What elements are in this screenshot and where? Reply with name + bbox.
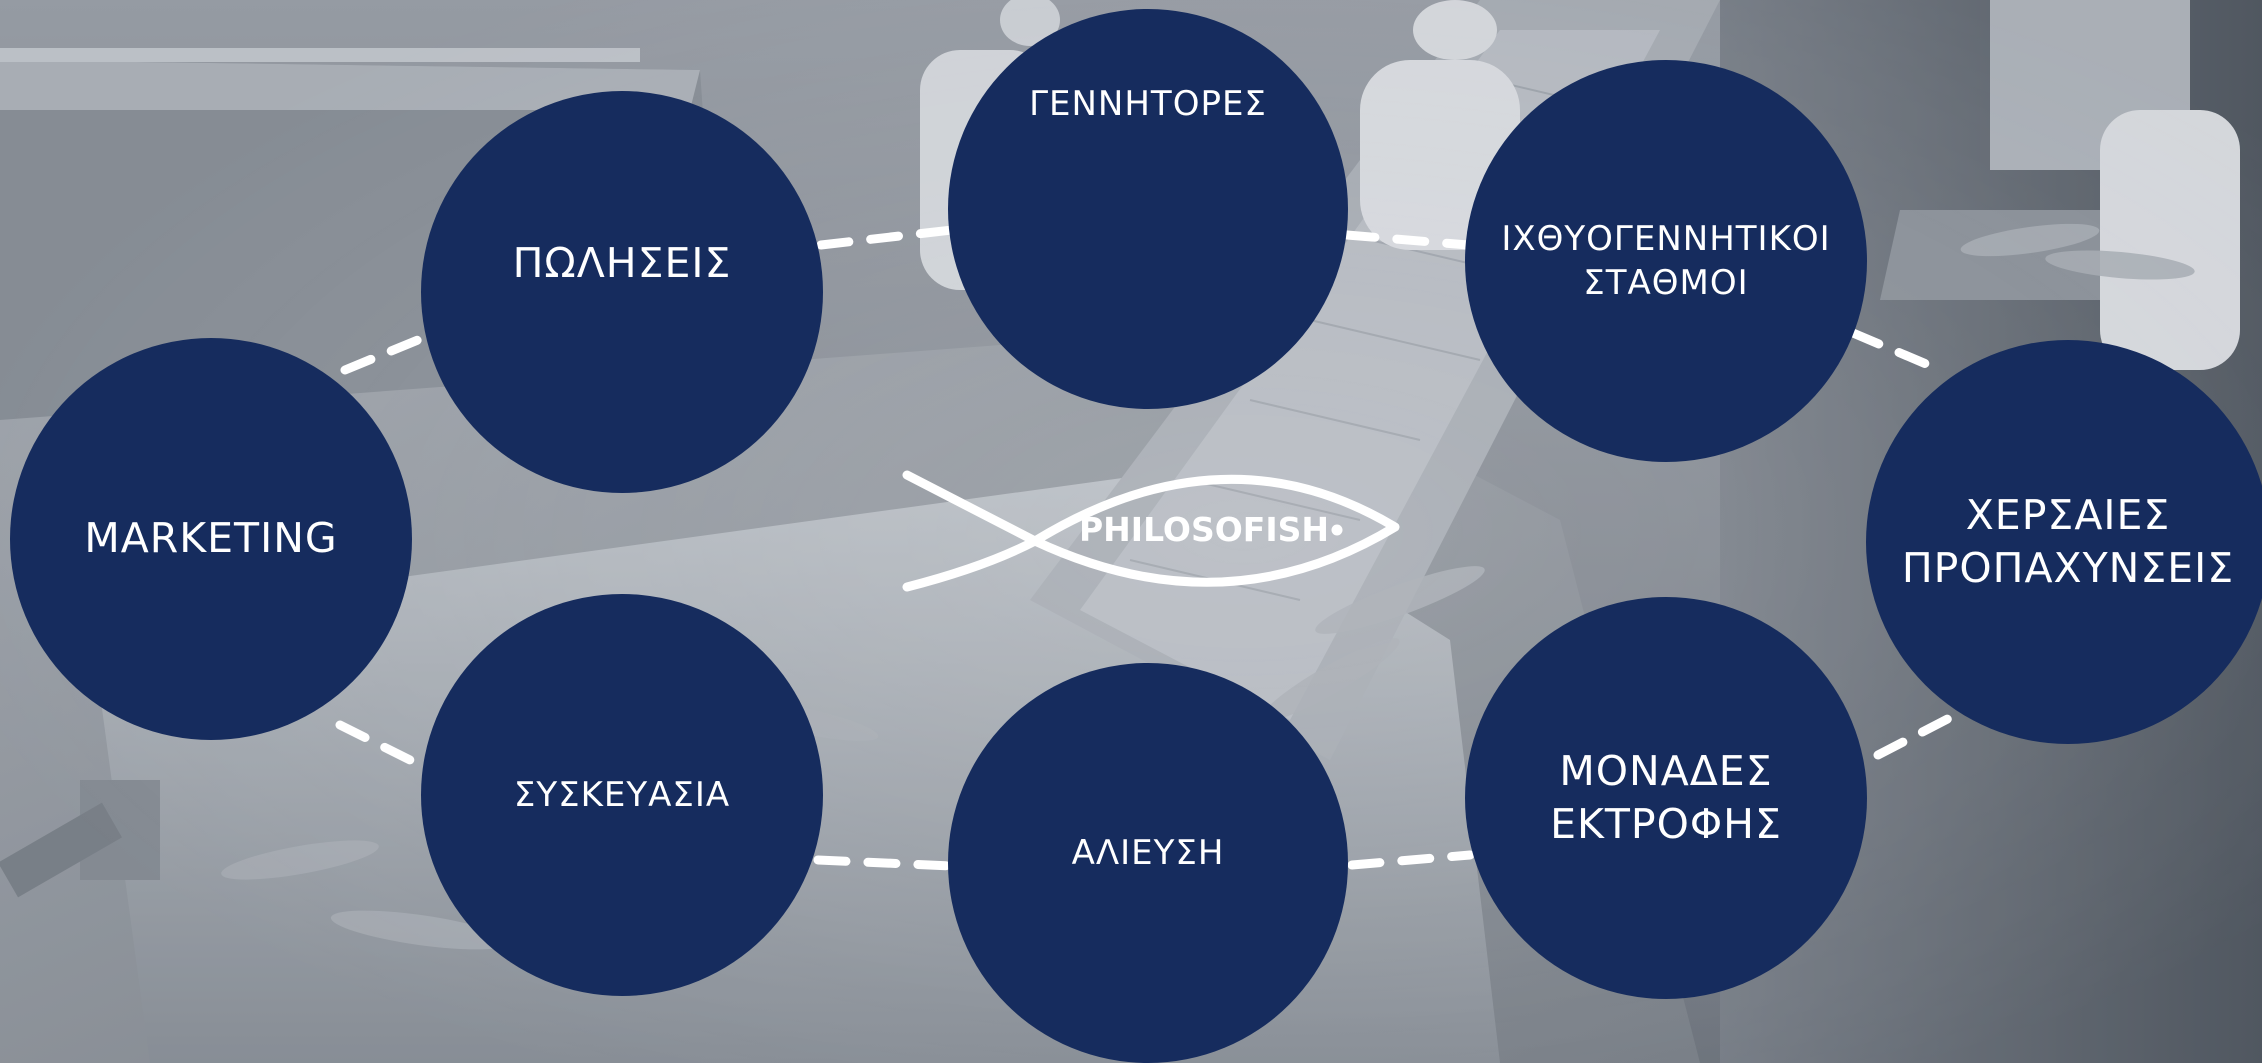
node-alieusi[interactable]: ΑΛΙΕΥΣΗ [948,663,1348,1063]
fish-outline-icon [902,470,1400,592]
node-monades-ektrofis[interactable]: ΜΟΝΑΔΕΣ ΕΚΤΡΟΦΗΣ [1465,597,1867,999]
node-label: ΙΧΘΥΟΓΕΝΝΗΤΙΚΟΙ ΣΤΑΘΜΟΙ [1501,218,1831,303]
node-xersaies-propaxynseis[interactable]: ΧΕΡΣΑΙΕΣ ΠΡΟΠΑΧΥΝΣΕΙΣ [1866,340,2262,744]
node-syskeuasia[interactable]: ΣΥΣΚΕΥΑΣΙΑ [421,594,823,996]
node-label: MARKETING [84,514,338,563]
node-ixthyogennitikoi-stathmoi[interactable]: ΙΧΘΥΟΓΕΝΝΗΤΙΚΟΙ ΣΤΑΘΜΟΙ [1465,60,1867,462]
node-label: ΓΕΝΝΗΤΟΡΕΣ [1029,83,1267,124]
node-poliseis[interactable]: ΠΩΛΗΣΕΙΣ [421,91,823,493]
node-label: ΧΕΡΣΑΙΕΣ ΠΡΟΠΑΧΥΝΣΕΙΣ [1901,490,2235,592]
node-label: ΜΟΝΑΔΕΣ ΕΚΤΡΟΦΗΣ [1550,746,1782,848]
philosofish-logo: PHILOSOFISH [902,470,1400,592]
fish-eye-icon [1331,524,1343,536]
node-label: ΠΩΛΗΣΕΙΣ [512,239,732,288]
node-label: ΣΥΣΚΕΥΑΣΙΑ [513,774,731,815]
node-marketing[interactable]: MARKETING [10,338,412,740]
node-gennitores[interactable]: ΓΕΝΝΗΤΟΡΕΣ [948,9,1348,409]
cycle-connectors [335,225,1970,871]
logo-text: PHILOSOFISH [1079,510,1329,549]
node-label: ΑΛΙΕΥΣΗ [1071,832,1225,873]
